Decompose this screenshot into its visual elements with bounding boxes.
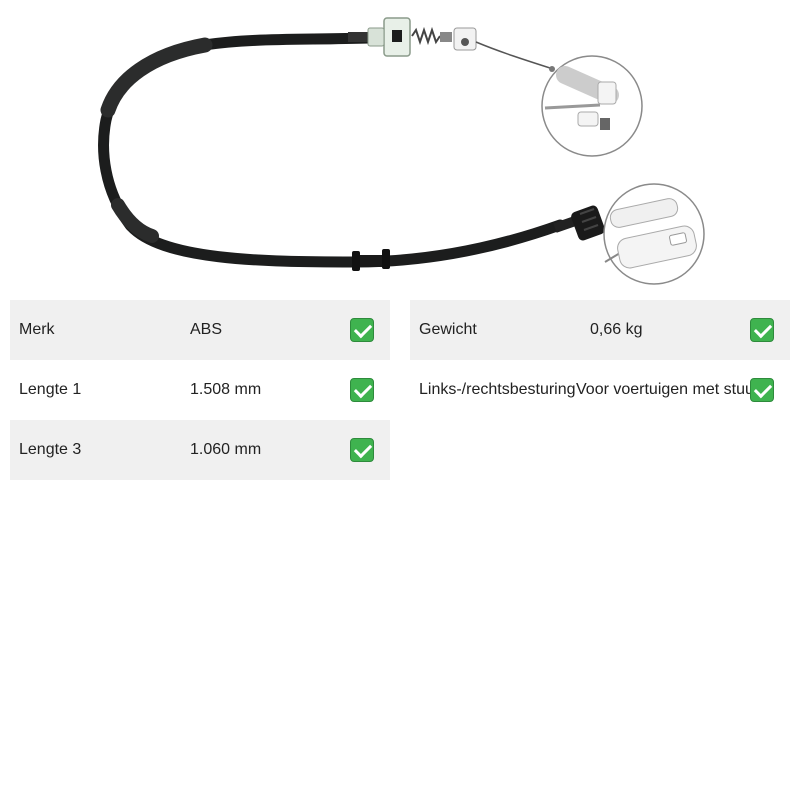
bottom-boot [571,205,605,241]
spec-label: Lengte 1 [19,381,82,398]
check-icon [750,318,774,342]
spec-label: Links-/rechtsbesturing [419,381,576,398]
spec-row-besturing: Links-/rechtsbesturing Voor voertuigen m… [410,360,790,420]
inner-wire-top [475,41,551,69]
spec-label: Merk [19,321,55,338]
cable-sleeve-top [100,37,213,118]
cable-sheath [98,32,566,268]
detail-top [541,55,643,157]
grommet-1 [352,251,360,271]
grommet-sleeve [360,255,382,267]
spec-row-lengte-3: Lengte 3 1.060 mm [10,420,390,480]
check-icon [350,318,374,342]
spec-value: 1.508 mm [190,381,262,398]
grommet-2 [382,249,390,269]
spec-value: 1.060 mm [190,441,262,458]
product-image [98,17,705,285]
top-ferrule [348,32,370,42]
spec-row-lengte-1: Lengte 1 1.508 mm [10,360,390,420]
spec-label: Gewicht [419,321,477,338]
specs-table-right: Gewicht 0,66 kg Links-/rechtsbesturing V… [410,300,790,420]
spec-row-gewicht: Gewicht 0,66 kg [410,300,790,360]
cable-sleeve-bottom [111,198,159,243]
check-icon [350,438,374,462]
check-icon [750,378,774,402]
spec-value: Voor voertuigen met stuur [576,381,760,398]
detail-bottom [603,183,705,285]
specs-table-left: Merk ABS Lengte 1 1.508 mm Lengte 3 1.06… [10,300,390,480]
check-icon [350,378,374,402]
spec-row-merk: Merk ABS [10,300,390,360]
spring [411,26,441,46]
spec-label: Lengte 3 [19,441,82,458]
spec-value: ABS [190,321,223,338]
spec-value: 0,66 kg [590,321,643,338]
